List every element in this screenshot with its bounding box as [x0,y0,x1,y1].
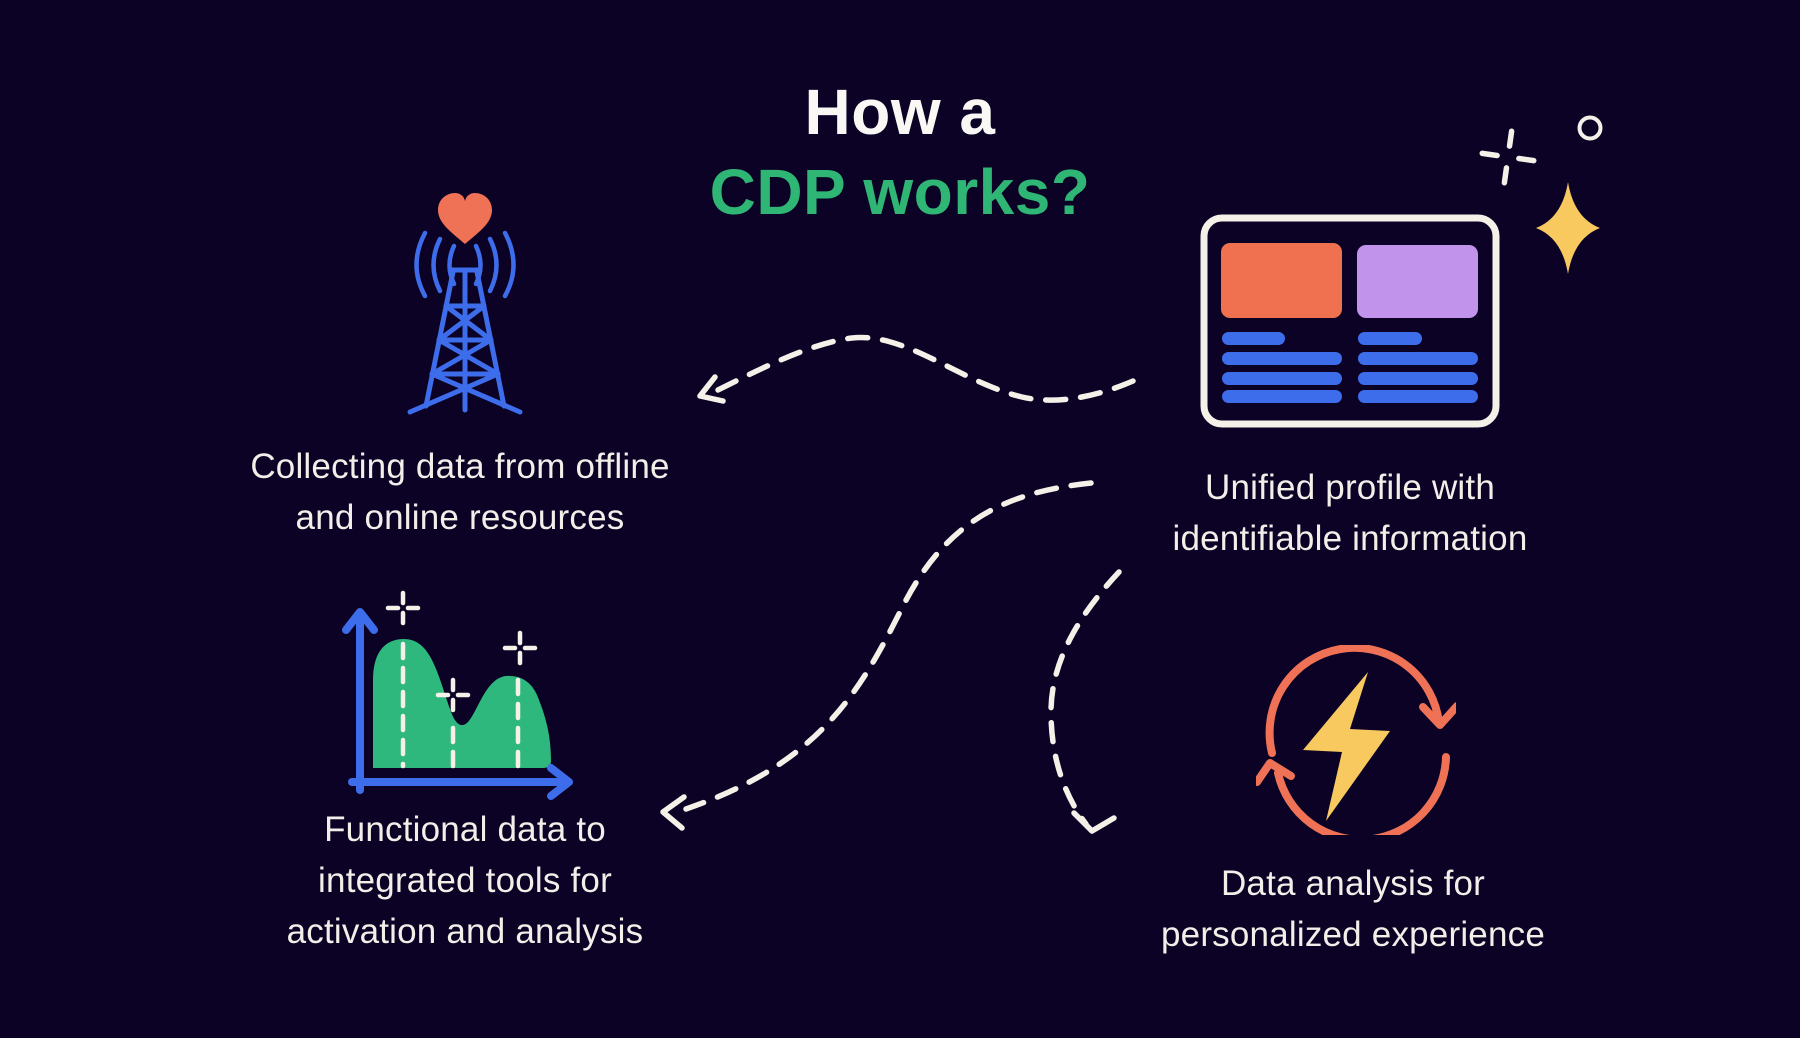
caption-unified-line-1: Unified profile with [1205,468,1495,507]
caption-collecting: Collecting data from offline and online … [140,441,780,543]
caption-functional-line-3: activation and analysis [286,912,644,951]
caption-analysis-line-1: Data analysis for [1220,864,1486,903]
card-image-orange [1221,243,1342,318]
caption-unified: Unified profile with identifiable inform… [1040,462,1660,564]
caption-functional-line-1: Functional data to [324,810,606,849]
page-title: How a CDP works? [0,72,1800,232]
area-chart-icon [342,590,573,800]
arrow-profile-to-functional-head [660,794,687,831]
unified-profile-card-icon [1200,214,1500,428]
cycle-arrows [1256,645,1456,835]
caption-collecting-line-1: Collecting data from offline [250,447,670,486]
chart-axes [342,608,573,800]
caption-functional-line-2: integrated tools for [318,861,612,900]
card-frame [1200,214,1500,428]
card-image-purple [1357,245,1478,318]
caption-unified-line-2: identifiable information [1172,519,1528,558]
arrow-profile-to-functional [683,480,1094,812]
chart-area [373,639,551,768]
title-line-1: How a [804,76,996,148]
heart-icon [438,193,492,244]
caption-collecting-line-2: and online resources [295,498,625,537]
circle-outline-icon [1577,115,1603,141]
caption-analysis: Data analysis for personalized experienc… [1040,858,1666,960]
tower-lattice [407,267,523,415]
chart-plus-sparkles [385,590,538,713]
title-line-2: CDP works? [709,156,1091,228]
arrow-profile-to-analysis-head [1071,810,1117,834]
four-point-star-icon [1536,182,1600,274]
plus-sparkle-icon [1479,128,1537,186]
radio-tower-heart-icon [407,193,523,415]
arrow-card-to-tower [713,334,1136,403]
card-text-lines [1222,332,1478,403]
arrow-profile-to-analysis [1048,569,1122,827]
arrow-card-to-tower-head [697,374,726,404]
caption-analysis-line-2: personalized experience [1160,915,1545,954]
chart-dashed-guides [400,641,521,769]
lightning-bolt-icon [1303,672,1390,821]
sync-cycle-lightning-icon [1256,645,1456,835]
caption-functional: Functional data to integrated tools for … [145,804,785,957]
